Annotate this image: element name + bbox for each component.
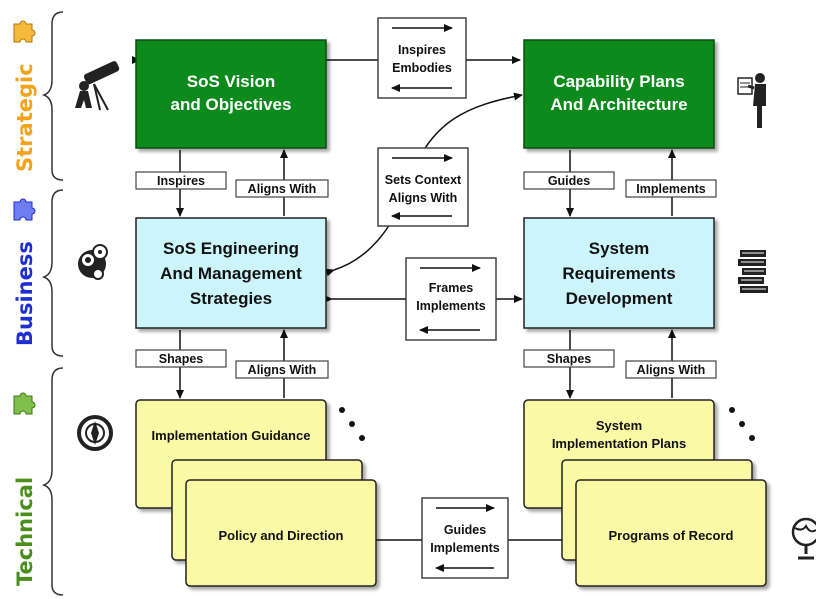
technical-label: Technical — [13, 477, 37, 586]
relation-inspires-embodies: Inspires Embodies — [377, 17, 467, 99]
ellipsis-right — [729, 407, 755, 441]
relation-guides-label: Guides — [444, 523, 486, 537]
box-system-requirements-line2: Requirements — [562, 264, 675, 283]
layer-business: Business — [13, 189, 64, 357]
tag-right-bottom-down: Shapes — [523, 349, 615, 368]
tag-left-top-up: Aligns With — [235, 179, 329, 198]
telescope-person-icon — [75, 61, 120, 111]
box-sos-vision-line2: and Objectives — [171, 95, 292, 114]
puzzle-icon — [13, 20, 36, 43]
relation-sets-context: Sets Context Aligns With — [377, 147, 469, 227]
compass-icon — [77, 415, 113, 451]
relation-frames-implements: Frames Implements — [405, 257, 497, 341]
box-programs-of-record-label: Programs of Record — [609, 528, 734, 543]
box-policy-direction-label: Policy and Direction — [219, 528, 344, 543]
tag-left-bottom-up-text: Aligns With — [248, 363, 317, 377]
box-capability-line1: Capability Plans — [553, 72, 684, 91]
globe-icon — [791, 517, 816, 560]
tag-left-top-up-text: Aligns With — [248, 182, 317, 196]
tag-left-top-down-text: Inspires — [157, 174, 205, 188]
tag-right-bottom-up-text: Aligns With — [637, 363, 706, 377]
box-policy-direction: Policy and Direction — [185, 479, 377, 587]
box-programs-of-record: Programs of Record — [575, 479, 767, 587]
tag-left-top-down: Inspires — [135, 171, 227, 190]
puzzle-icon — [13, 392, 36, 415]
box-system-requirements: System Requirements Development — [523, 217, 715, 329]
business-label: Business — [13, 241, 37, 346]
tag-right-top-down-text: Guides — [548, 174, 590, 188]
box-system-requirements-line3: Development — [566, 289, 673, 308]
strategic-label: Strategic — [13, 63, 37, 172]
tag-right-bottom-down-text: Shapes — [547, 352, 592, 366]
box-system-requirements-line1: System — [589, 239, 649, 258]
tag-left-bottom-down-text: Shapes — [159, 352, 204, 366]
layer-strategic: Strategic — [13, 11, 64, 181]
tag-left-bottom-up: Aligns With — [235, 360, 329, 379]
tag-right-top-up: Implements — [625, 179, 717, 198]
box-sos-engineering-line2: And Management — [160, 264, 302, 283]
layer-technical: Technical — [13, 367, 64, 596]
relation-implements-label: Implements — [416, 299, 486, 313]
tag-right-top-down: Guides — [523, 171, 615, 190]
box-sos-engineering-line1: SoS Engineering — [163, 239, 299, 258]
tag-left-bottom-down: Shapes — [135, 349, 227, 368]
tag-right-top-up-text: Implements — [636, 182, 706, 196]
box-system-impl-plans-line2: Implementation Plans — [552, 436, 686, 451]
relation-sets-context-label: Sets Context — [385, 173, 462, 187]
book-stack-icon — [738, 250, 768, 293]
box-implementation-guidance-label: Implementation Guidance — [152, 428, 311, 443]
box-sos-vision: SoS Vision and Objectives — [135, 39, 327, 149]
box-capability-plans: Capability Plans And Architecture — [523, 39, 715, 149]
relation-frames-label: Frames — [429, 281, 474, 295]
ellipsis-left — [339, 407, 365, 441]
box-sos-vision-line1: SoS Vision — [187, 72, 276, 91]
relation-aligns-with-label: Aligns With — [389, 191, 458, 205]
presenter-person-icon — [737, 73, 766, 128]
box-capability-line2: And Architecture — [550, 95, 687, 114]
gears-head-icon — [78, 244, 108, 280]
relation-guides-implements: Guides Implements — [421, 497, 509, 579]
relation-embodies-label: Embodies — [392, 61, 452, 75]
box-system-impl-plans-line1: System — [596, 418, 642, 433]
box-sos-engineering: SoS Engineering And Management Strategie… — [135, 217, 327, 329]
box-sos-engineering-line3: Strategies — [190, 289, 272, 308]
puzzle-icon — [13, 198, 36, 221]
relation-guides-implements-label: Implements — [430, 541, 500, 555]
relation-inspires-label: Inspires — [398, 43, 446, 57]
tag-right-bottom-up: Aligns With — [625, 360, 717, 379]
